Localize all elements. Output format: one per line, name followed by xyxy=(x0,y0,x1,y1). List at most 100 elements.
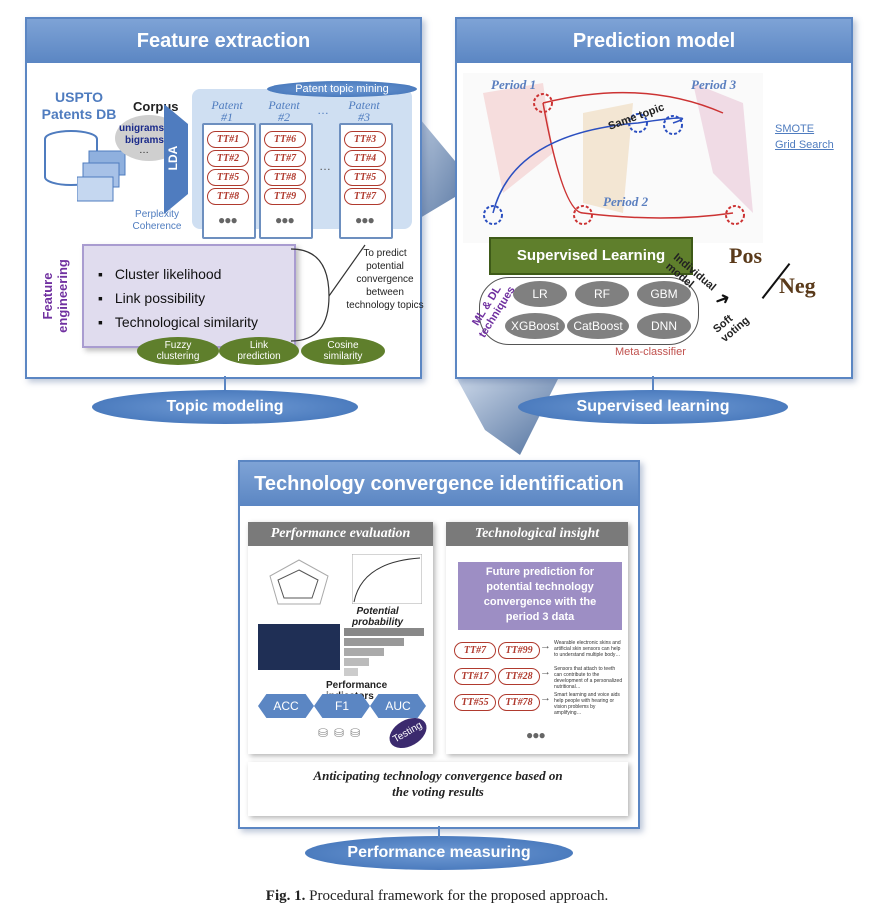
models-container xyxy=(479,277,699,345)
convergence-title: Technology convergence identification xyxy=(240,462,638,506)
insight-text-1: Wearable electronic skins and artificial… xyxy=(554,640,621,658)
insight-text-2: Sensors that attach to teeth can contrib… xyxy=(554,666,623,690)
topic-tag: TT#1 xyxy=(207,131,249,148)
performance-evaluation-box: Performance evaluation Potential probabi… xyxy=(248,522,433,755)
period-3-label: Period 3 xyxy=(691,77,737,92)
grid-search-label: Grid Search xyxy=(775,139,834,151)
patent-3-header: Patent #3 xyxy=(348,98,380,124)
insight-text-3: Smart learning and voice aids help peopl… xyxy=(554,692,620,716)
indicator-auc: AUC xyxy=(370,694,426,718)
soft-voting-label: Soft voting xyxy=(711,312,752,345)
figure-caption-label: Fig. 1. xyxy=(265,888,306,904)
more-dots-icon: ●●● xyxy=(218,213,238,227)
patent-gap-dots-header: … xyxy=(317,103,329,117)
potential-probability-label: Potential probability xyxy=(352,606,404,628)
patent-1-card: TT#1 TT#2 TT#5 TT#8 ●●● xyxy=(202,123,256,239)
model-rf: RF xyxy=(575,281,629,307)
convergence-panel: Technology convergence identification Pe… xyxy=(238,460,640,829)
insight-tag: TT#55 xyxy=(454,694,496,711)
feature-bullet-3: ▪ Technological similarity xyxy=(98,314,259,330)
prediction-model-title: Prediction model xyxy=(457,19,851,63)
uspto-label: USPTO Patents DB xyxy=(41,89,117,122)
feature-extraction-panel: Feature extraction USPTO Patents DB Corp… xyxy=(25,17,424,379)
feature-cluster-likelihood: Cluster likelihood xyxy=(114,266,222,282)
lda-label: LDA xyxy=(166,145,180,171)
supervised-learning-box: Supervised Learning xyxy=(489,237,693,275)
voting-arrow-icon: ➜ xyxy=(711,287,733,312)
smote-label: SMOTE xyxy=(775,123,815,135)
more-dots-icon: ●●● xyxy=(355,213,375,227)
pos-label: Pos xyxy=(729,243,762,268)
arrow-prediction-to-convergence xyxy=(455,375,560,455)
performance-measuring-label: Performance measuring xyxy=(305,836,573,870)
meta-classifier-label: Meta-classifier xyxy=(615,346,686,358)
topic-tag: TT#3 xyxy=(344,131,386,148)
feature-bullet-2: ▪ Link possibility xyxy=(98,290,206,306)
model-xgboost: XGBoost xyxy=(505,313,565,339)
method-cosine-similarity: Cosine similarity xyxy=(301,337,385,365)
topic-tag: TT#7 xyxy=(344,188,386,205)
model-catboost: CatBoost xyxy=(567,313,629,339)
feature-technological-similarity: Technological similarity xyxy=(114,314,259,330)
to-predict-label: To predict potential convergence between… xyxy=(346,248,424,311)
period-1-label: Period 1 xyxy=(491,77,537,92)
documents-stack-icon xyxy=(77,150,126,202)
probability-bars-thumbnail xyxy=(344,628,424,676)
database-icons: ⛁⛁⛁ xyxy=(318,726,367,740)
anticipating-box: Anticipating technology convergence base… xyxy=(248,762,628,816)
technological-insight-box: Technological insight Future prediction … xyxy=(446,522,628,754)
patent-2-header: Patent #2 xyxy=(268,98,300,124)
indicator-acc: ACC xyxy=(258,694,314,718)
topic-modeling-connector xyxy=(224,376,226,390)
feature-link-possibility: Link possibility xyxy=(114,290,206,306)
patent-3-card: TT#3 TT#4 TT#5 TT#7 ●●● xyxy=(339,123,393,239)
topic-modeling-label: Topic modeling xyxy=(92,390,358,424)
patent-gap-dots: … xyxy=(319,159,331,173)
feature-extraction-title: Feature extraction xyxy=(27,19,420,63)
model-lr: LR xyxy=(513,281,567,307)
insight-tag: TT#7 xyxy=(454,642,496,659)
topic-mining-label: Patent topic mining xyxy=(267,81,417,97)
insight-tag: TT#28 xyxy=(498,668,540,685)
technological-insight-header: Technological insight xyxy=(446,522,628,546)
patent-1-header: Patent #1 xyxy=(211,98,243,124)
supervised-learning-label: Supervised learning xyxy=(518,390,788,424)
feature-bullet-1: ▪ Cluster likelihood xyxy=(98,266,222,282)
prediction-model-panel: Prediction model Period 1 Period 3 Perio… xyxy=(455,17,853,379)
indicator-f1: F1 xyxy=(314,694,370,718)
performance-evaluation-header: Performance evaluation xyxy=(248,522,433,546)
figure-caption: Fig. 1. Procedural framework for the pro… xyxy=(0,888,874,905)
testing-badge: Testing xyxy=(384,711,432,755)
topic-tag: TT#7 xyxy=(264,150,306,167)
topic-tag: TT#8 xyxy=(264,169,306,186)
topic-tag: TT#2 xyxy=(207,150,249,167)
perplexity-label: Perplexity Coherence xyxy=(132,209,182,232)
topic-tag: TT#5 xyxy=(207,169,249,186)
feature-list-box: ▪ Cluster likelihood ▪ Link possibility … xyxy=(82,244,296,348)
more-dots-icon: ●●● xyxy=(526,728,546,742)
feature-engineering-label: Feature engineering xyxy=(40,259,70,333)
bigrams-label: bigrams xyxy=(125,135,164,146)
method-fuzzy-clustering: Fuzzy clustering xyxy=(137,337,219,365)
period-network-plot xyxy=(463,73,763,243)
patent-2-card: TT#6 TT#7 TT#8 TT#9 ●●● xyxy=(259,123,313,239)
roc-curve-thumbnail xyxy=(352,554,422,604)
insight-arrow-icon: → xyxy=(540,666,551,678)
method-link-prediction: Link prediction xyxy=(219,337,299,365)
insight-tag: TT#78 xyxy=(498,694,540,711)
ngram-ellipsis: … xyxy=(139,145,149,156)
model-dnn: DNN xyxy=(637,313,691,339)
topic-tag: TT#8 xyxy=(207,188,249,205)
insight-tag: TT#17 xyxy=(454,668,496,685)
lda-arrow xyxy=(164,104,188,214)
period-2-label: Period 2 xyxy=(603,194,649,209)
topic-tag: TT#6 xyxy=(264,131,306,148)
figure-caption-text: Procedural framework for the proposed ap… xyxy=(305,888,609,904)
performance-measuring-connector xyxy=(438,826,440,838)
unigrams-label: unigrams xyxy=(119,123,165,134)
neg-label: Neg xyxy=(779,273,816,298)
brace-connector xyxy=(290,244,366,342)
insight-tag: TT#99 xyxy=(498,642,540,659)
more-dots-icon: ●●● xyxy=(275,213,295,227)
topic-tag: TT#9 xyxy=(264,188,306,205)
